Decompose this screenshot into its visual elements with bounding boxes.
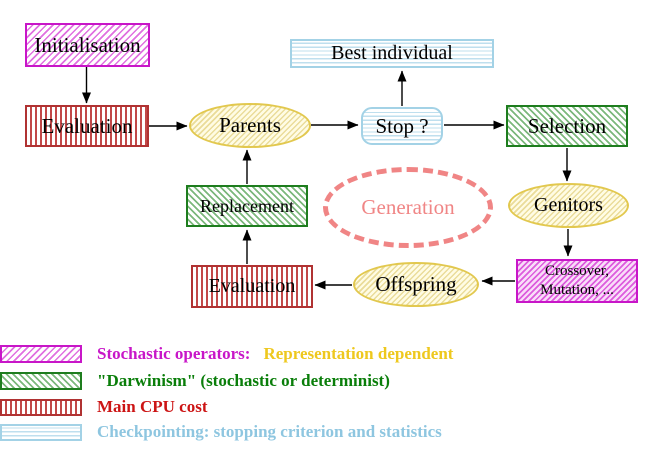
legend-swatch-red-stripes: [0, 398, 82, 416]
legend-row-cpu-cost: Main CPU cost: [0, 397, 207, 417]
legend-swatch-cyan-stripes: [0, 423, 82, 441]
node-evaluation-bottom: Evaluation: [191, 265, 313, 308]
legend-label-checkpointing: Checkpointing: stopping criterion and st…: [97, 422, 442, 441]
node-parents: Parents: [189, 103, 311, 148]
legend-swatch-magenta-hatch: [0, 345, 82, 363]
legend-label-representation-dependent: Representation dependent: [263, 344, 454, 363]
node-selection: Selection: [506, 105, 628, 147]
node-best-individual: Best individual: [290, 39, 494, 68]
crossover-line1: Crossover,: [545, 262, 609, 279]
legend-row-checkpointing: Checkpointing: stopping criterion and st…: [0, 422, 442, 442]
legend-label-stochastic-operators: Stochastic operators:: [97, 344, 251, 363]
node-crossover-mutation: Crossover, Mutation, ...: [516, 259, 638, 303]
node-offspring: Offspring: [353, 262, 479, 307]
node-genitors: Genitors: [508, 183, 629, 228]
node-generation: Generation: [323, 167, 493, 248]
legend-swatch-green-hatch: [0, 372, 82, 390]
node-initialisation: Initialisation: [25, 23, 150, 67]
node-replacement: Replacement: [186, 185, 308, 227]
crossover-line2: Mutation, ...: [540, 282, 614, 298]
legend-label-main-cpu-cost: Main CPU cost: [97, 397, 208, 416]
legend-row-darwinism: "Darwinism" (stochastic or determinist): [0, 371, 390, 391]
node-evaluation-top: Evaluation: [25, 105, 149, 147]
legend-label-darwinism: "Darwinism" (stochastic or determinist): [97, 371, 390, 390]
legend-row-stochastic: Stochastic operators: Representation dep…: [0, 344, 453, 364]
node-stop: Stop ?: [361, 107, 443, 145]
